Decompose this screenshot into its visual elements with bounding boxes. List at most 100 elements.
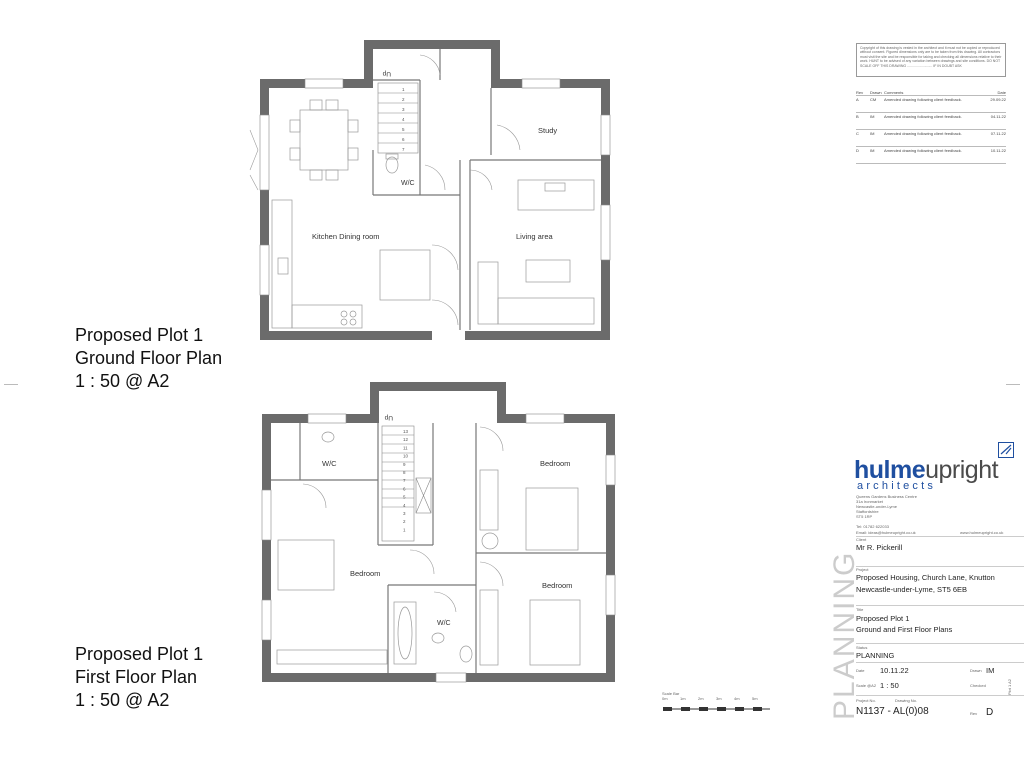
revision-table: Rev Drawn Comments Date A CM Amended dra… <box>856 89 1006 164</box>
rev-date: 10.11.22 <box>990 148 1006 153</box>
stair-step-number: 8 <box>403 470 406 475</box>
room-label-living: Living area <box>516 232 554 241</box>
scale-label: Scale @A2 <box>856 683 877 688</box>
rev-comment: Amended drawing following client feedbac… <box>884 148 962 153</box>
stair-step-number: 1 <box>403 527 406 532</box>
ground-title-line-2: Ground Floor Plan <box>75 348 223 368</box>
client-name: Mr R. Pickerill <box>856 543 903 552</box>
company-logo: hulmeupright <box>854 456 999 485</box>
revision-row: A CM Amended drawing following client fe… <box>856 96 1006 113</box>
divider <box>856 662 1024 663</box>
first-stairs <box>381 425 432 542</box>
revision-header: Rev Drawn Comments Date <box>856 89 1006 96</box>
ground-title-line-3: 1 : 50 @ A2 <box>75 371 170 391</box>
stair-up-label: Up <box>382 70 391 77</box>
room-label-bedroom-top-right: Bedroom <box>540 459 570 468</box>
first-title-line-1: Proposed Plot 1 <box>75 644 204 664</box>
address-line: Queens Gardens Business Centre <box>856 494 917 499</box>
kitchen-units <box>271 199 431 329</box>
revision-row: D IM Amended drawing following client fe… <box>856 147 1006 164</box>
divider <box>856 605 1024 606</box>
stair-step-number: 3 <box>403 511 406 516</box>
registration-mark <box>1006 384 1020 385</box>
stair-step-number: 10 <box>403 454 409 459</box>
rev-header-date: Date <box>997 90 1006 95</box>
client-label: Client <box>856 537 867 542</box>
address-line: Staffordshire <box>856 509 879 514</box>
email: Email: ideas@hulmeupright.co.uk <box>856 530 916 535</box>
revision-row: B IM Amended drawing following client fe… <box>856 113 1006 130</box>
scale-tick: 4m <box>734 696 740 701</box>
checked-label: Checked <box>970 683 986 688</box>
rev-date: 29.09.22 <box>990 97 1006 102</box>
room-label-bath-wc: W/C <box>437 620 451 627</box>
status-label: Status <box>856 645 868 650</box>
rev-drawn: IM <box>870 148 875 153</box>
first-floor-plan <box>261 382 616 683</box>
stair-step-number: 4 <box>403 503 406 508</box>
stair-step-number: 9 <box>403 462 406 467</box>
stair-step-number: 11 <box>403 445 408 450</box>
title-label: Title <box>856 607 864 612</box>
drawing-title-line-1: Proposed Plot 1 <box>856 614 910 623</box>
stair-step-number: 12 <box>403 437 409 442</box>
logo-light: upright <box>925 456 999 484</box>
revision-row: C IM Amended drawing following client fe… <box>856 130 1006 147</box>
living-furniture <box>477 179 595 325</box>
ground-floor-plan <box>249 40 611 340</box>
scale-tick: 3m <box>716 696 722 701</box>
scale-bar-label: Scale Bar <box>662 691 680 696</box>
stair-step-number: 6 <box>403 486 406 491</box>
project-line-2: Newcastle-under-Lyme, ST5 6EB <box>856 585 968 594</box>
rev-comment: Amended drawing following client feedbac… <box>884 97 962 102</box>
drawn-value: IM <box>986 666 995 675</box>
rev-drawn: IM <box>870 114 875 119</box>
rev-drawn: IM <box>870 131 875 136</box>
scale-tick: 0m <box>662 696 668 701</box>
drawn-label: Drawn <box>970 668 982 673</box>
rev-id: C <box>856 131 859 136</box>
telephone: Tel: 01782 622033 <box>856 524 889 529</box>
title-block: hulmeupright architects Queens Gardens B… <box>820 440 1024 770</box>
stair-step-number: 2 <box>402 97 405 102</box>
scale-tick: 1m <box>680 696 686 701</box>
dining-table <box>289 99 359 181</box>
rev-value: D <box>986 707 994 718</box>
wardrobes <box>276 469 499 666</box>
date-label: Date <box>856 668 865 673</box>
room-label-first-wc: W/C <box>322 459 337 468</box>
stair-step-number: 5 <box>402 127 405 132</box>
project-no-label: Project No. <box>856 698 876 703</box>
room-label-bedroom-main: Bedroom <box>350 569 380 578</box>
drawing-title-line-2: Ground and First Floor Plans <box>856 625 953 634</box>
rev-header-comments: Comments <box>884 90 904 95</box>
registration-mark <box>4 384 18 385</box>
first-title-line-3: 1 : 50 @ A2 <box>75 690 170 710</box>
sheet-reference: Plot 1 A2 <box>1007 678 1012 695</box>
stair-step-number: 1 <box>402 87 405 92</box>
rev-date: 07.11.22 <box>990 131 1006 136</box>
divider <box>856 566 1024 567</box>
stair-step-number: 5 <box>403 495 406 500</box>
rev-drawn: CM <box>870 97 877 102</box>
scale-tick: 2m <box>698 696 704 701</box>
website: www.hulmeupright.co.uk <box>960 530 1004 535</box>
rev-header-drawn: Drawn <box>870 90 882 95</box>
room-label-bedroom-bottom-right: Bedroom <box>542 581 572 590</box>
scale-tick: 5m <box>752 696 758 701</box>
address-line: Newcastle-under-Lyme <box>856 504 897 509</box>
divider <box>856 643 1024 644</box>
ground-stairs <box>377 82 419 154</box>
room-label-study: Study <box>538 126 557 135</box>
logo-mark-icon <box>998 442 1014 458</box>
scale-bar-graphic <box>663 707 770 711</box>
logo-bold: hulme <box>854 456 926 484</box>
divider <box>856 695 1024 696</box>
rev-comment: Amended drawing following client feedbac… <box>884 131 962 136</box>
stair-step-number: 13 <box>403 429 409 434</box>
project-label: Project <box>856 567 869 572</box>
first-stair-up-label: Up <box>384 414 393 421</box>
stair-step-number: 7 <box>402 147 405 152</box>
